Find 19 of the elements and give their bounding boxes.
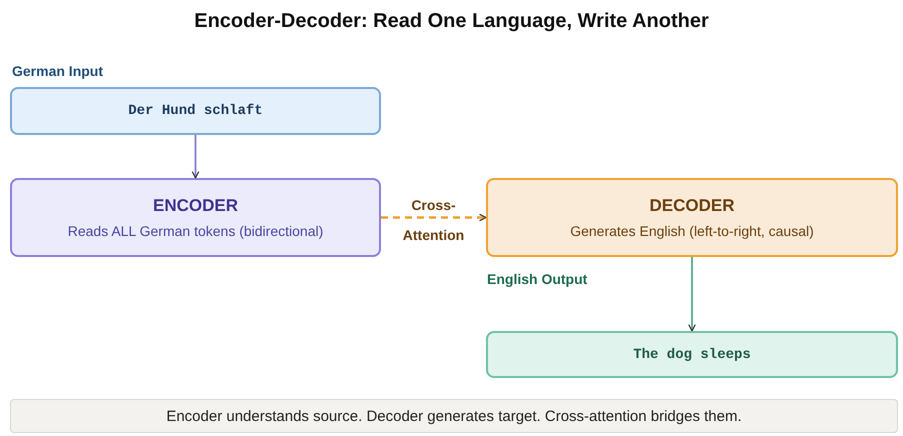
note-box [10,399,898,433]
input-box [10,87,381,135]
section-label: English Output [487,271,588,287]
edge-label: Cross- Attention [402,196,466,244]
box-heading: DECODER [649,196,734,216]
output-box [486,331,898,378]
arrow [192,135,200,179]
arrow [381,214,487,222]
box-description: Reads ALL German tokens (bidirectional) [68,223,324,239]
token-text: Der Hund schlaft [128,103,263,119]
diagram-title: Encoder-Decoder: Read One Language, Write Another [193,10,710,33]
section-label: German Input [12,63,104,79]
note-text: Encoder understands source. Decoder generates target. Cross-attention bridges them. [166,408,742,424]
arrow [688,257,696,332]
box-description: Generates English (left-to-right, causal) [570,223,814,239]
box-heading: ENCODER [152,196,238,216]
token-text: The dog sleeps [633,346,751,362]
encoder-box [10,178,381,257]
decoder-box [486,178,898,257]
